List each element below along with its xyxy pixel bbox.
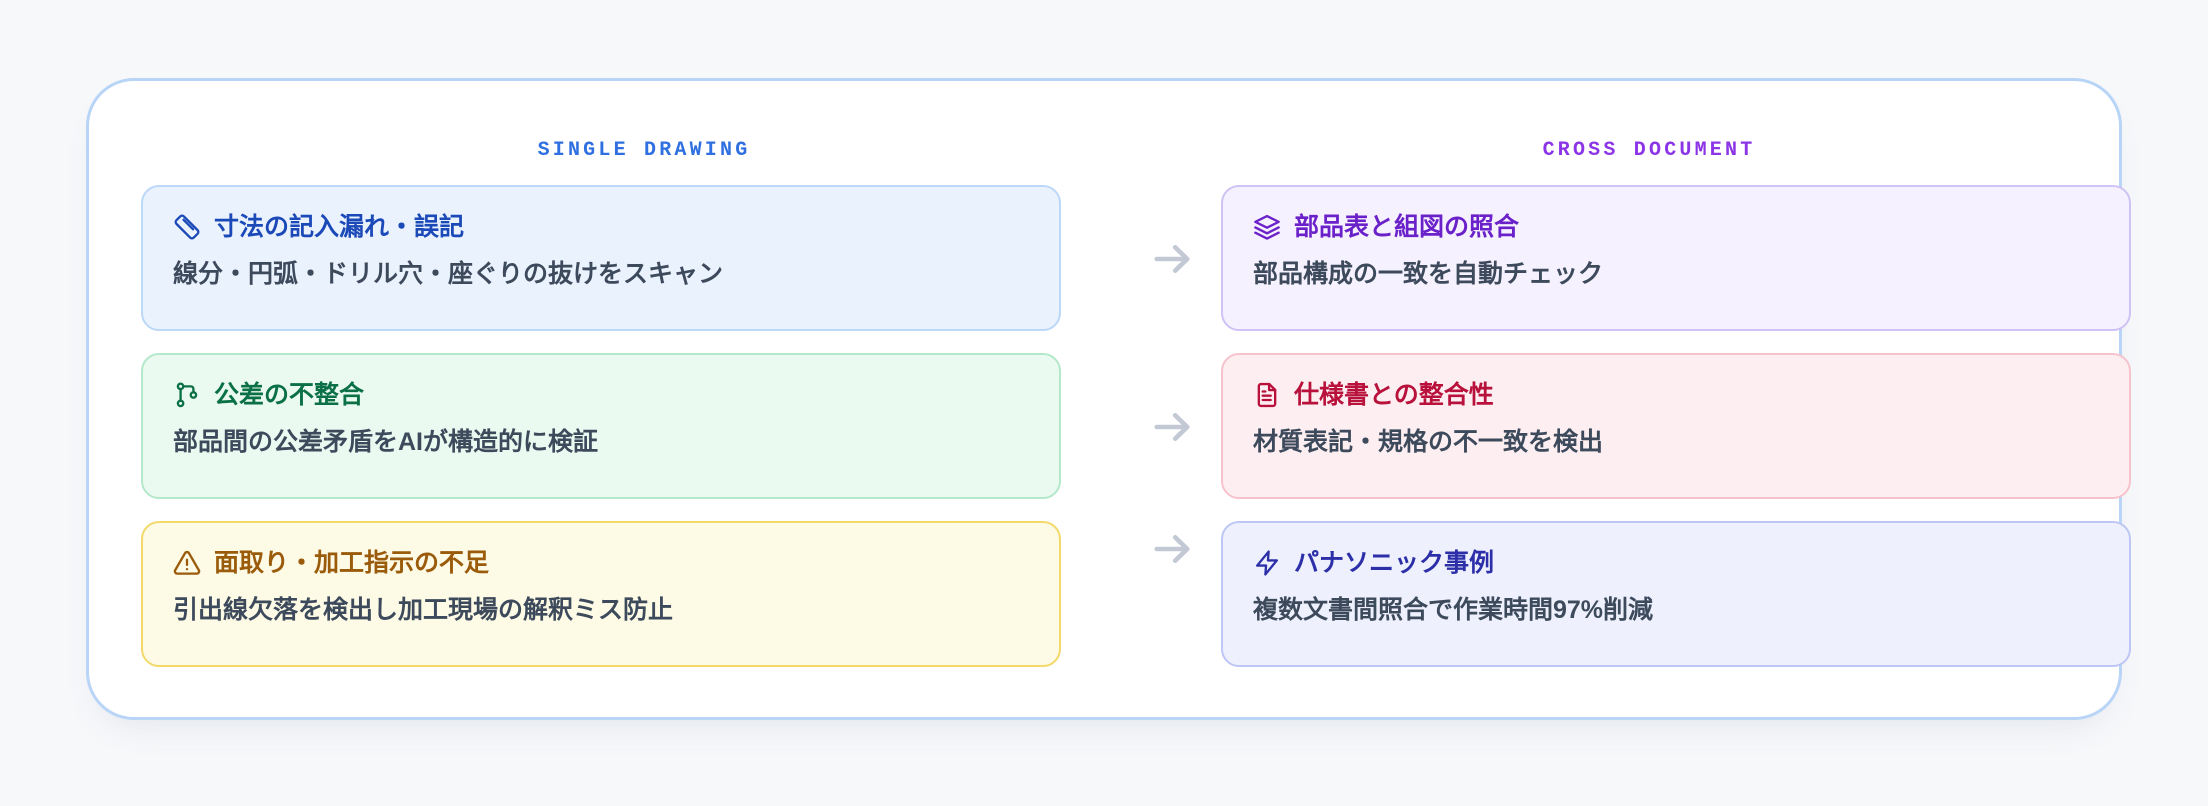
card-title-text: 公差の不整合 <box>214 380 365 409</box>
feature-card-tolerance-mismatch[interactable]: 公差の不整合 部品間の公差矛盾をAIが構造的に検証 <box>141 353 1061 499</box>
arrow-right-icon <box>1147 233 1199 285</box>
column-header-single-drawing: SINGLE DRAWING <box>537 139 751 162</box>
card-title: 公差の不整合 <box>173 381 1029 409</box>
card-title-text: 寸法の記入漏れ・誤記 <box>214 212 465 241</box>
card-description: 線分・円弧・ドリル穴・座ぐりの抜けをスキャン <box>173 260 724 288</box>
column-header-cross-document: CROSS DOCUMENT <box>1542 139 1756 162</box>
card-description: 部品構成の一致を自動チェック <box>1253 260 1604 288</box>
feature-card-bom-assembly-match[interactable]: 部品表と組図の照合 部品構成の一致を自動チェック <box>1221 185 2131 331</box>
card-title-text: 部品表と組図の照合 <box>1294 212 1520 241</box>
alert-triangle-icon <box>173 549 201 577</box>
arrow-right-icon <box>1147 401 1199 453</box>
zap-icon <box>1253 549 1281 577</box>
file-text-icon <box>1253 381 1281 409</box>
feature-row: 面取り・加工指示の不足 引出線欠落を検出し加工現場の解釈ミス防止 <box>141 521 2131 667</box>
card-description: 部品間の公差矛盾をAIが構造的に検証 <box>173 428 599 456</box>
feature-card-dimension-omission[interactable]: 寸法の記入漏れ・誤記 線分・円弧・ドリル穴・座ぐりの抜けをスキャン <box>141 185 1061 331</box>
card-title-text: パナソニック事例 <box>1294 548 1495 577</box>
feature-card-spec-consistency[interactable]: 仕様書との整合性 材質表記・規格の不一致を検出 <box>1221 353 2131 499</box>
card-title: 面取り・加工指示の不足 <box>173 549 1029 577</box>
card-description: 材質表記・規格の不一致を検出 <box>1253 428 1604 456</box>
feature-row: 公差の不整合 部品間の公差矛盾をAIが構造的に検証 <box>141 353 2131 499</box>
card-description: 複数文書間照合で作業時間97%削減 <box>1253 596 1654 624</box>
card-title: 仕様書との整合性 <box>1253 381 2099 409</box>
ruler-icon <box>173 213 201 241</box>
feature-grid: 寸法の記入漏れ・誤記 線分・円弧・ドリル穴・座ぐりの抜けをスキャン <box>141 185 2131 685</box>
feature-matrix-panel: SINGLE DRAWING CROSS DOCUMENT <box>86 78 2131 720</box>
arrow-right-icon <box>1147 523 1199 575</box>
card-description: 引出線欠落を検出し加工現場の解釈ミス防止 <box>173 596 674 624</box>
feature-card-panasonic-case[interactable]: パナソニック事例 複数文書間照合で作業時間97%削減 <box>1221 521 2131 667</box>
card-title: 寸法の記入漏れ・誤記 <box>173 213 1029 241</box>
card-title: パナソニック事例 <box>1253 549 2099 577</box>
layers-icon <box>1253 213 1281 241</box>
card-title-text: 面取り・加工指示の不足 <box>214 548 490 577</box>
feature-row: 寸法の記入漏れ・誤記 線分・円弧・ドリル穴・座ぐりの抜けをスキャン <box>141 185 2131 331</box>
git-branch-icon <box>173 381 201 409</box>
card-title-text: 仕様書との整合性 <box>1294 380 1494 409</box>
card-title: 部品表と組図の照合 <box>1253 213 2099 241</box>
feature-card-chamfer-machining[interactable]: 面取り・加工指示の不足 引出線欠落を検出し加工現場の解釈ミス防止 <box>141 521 1061 667</box>
